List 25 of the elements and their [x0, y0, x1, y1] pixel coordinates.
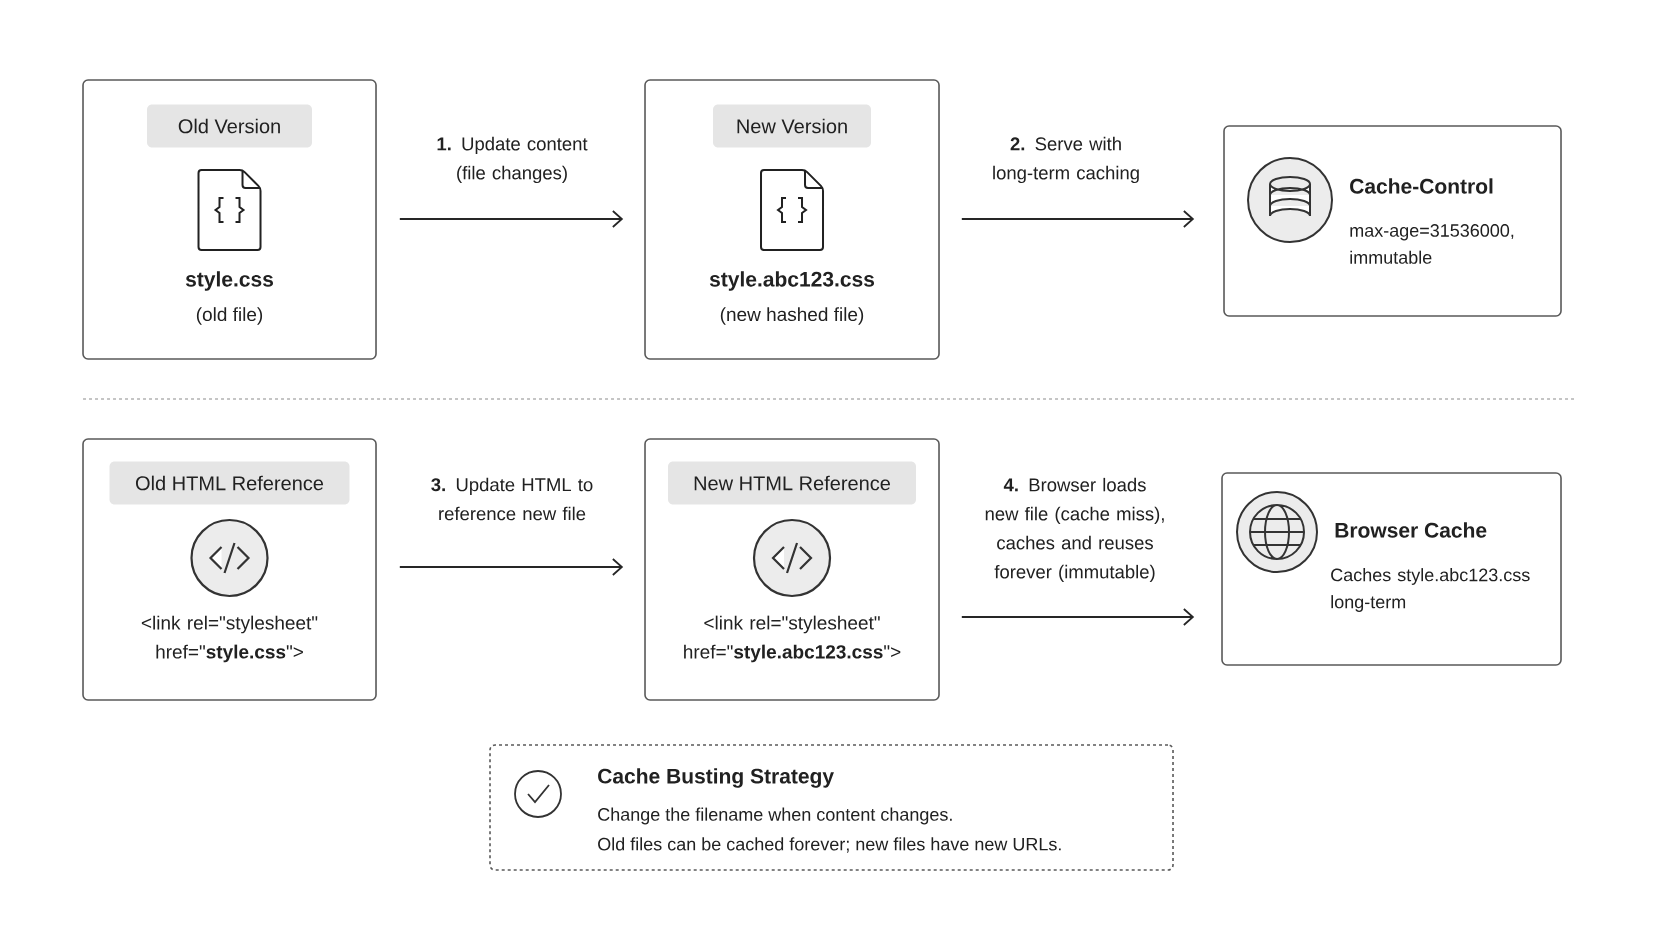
- edge-label: 1. Update content (file changes): [437, 136, 588, 184]
- note-text: Change the filename when content changes.: [598, 807, 952, 825]
- card-text: max-age=31536000, immutable: [1350, 224, 1514, 264]
- code-snippet: <link rel="stylesheet" href="style.css">: [141, 615, 318, 663]
- card-title: Browser Cache: [1335, 522, 1487, 538]
- arrow: [960, 608, 1195, 626]
- file-note: (new hashed file): [720, 307, 864, 325]
- heading-pill: Old Version: [147, 104, 312, 148]
- edge-label: 3. Update HTML to reference new file: [431, 477, 593, 521]
- note-text: Old files can be cached forever; new files have new URLs.: [598, 837, 1061, 853]
- heading-pill: New HTML Reference: [668, 461, 916, 505]
- card-text: Caches style.abc123.css long-term: [1331, 568, 1530, 612]
- heading-pill: Old HTML Reference: [109, 461, 350, 505]
- arrow: [960, 210, 1195, 228]
- note-title: Cache Busting Strategy: [598, 768, 834, 788]
- file-name: style.abc123.css: [709, 271, 875, 291]
- arrow: [398, 558, 624, 576]
- file-name: style.css: [185, 271, 273, 291]
- card-title: Cache-Control: [1350, 178, 1493, 194]
- edge-label: 2. Serve with long-term caching: [993, 136, 1139, 184]
- file-note: (old file): [196, 307, 263, 325]
- arrow: [398, 210, 624, 228]
- edge-label: 4. Browser loads new file (cache miss), caches and reuses forever (immutable): [985, 477, 1164, 583]
- heading-pill: New Version: [713, 104, 871, 148]
- code-snippet: <link rel="stylesheet" href="style.abc123.css">: [684, 615, 901, 663]
